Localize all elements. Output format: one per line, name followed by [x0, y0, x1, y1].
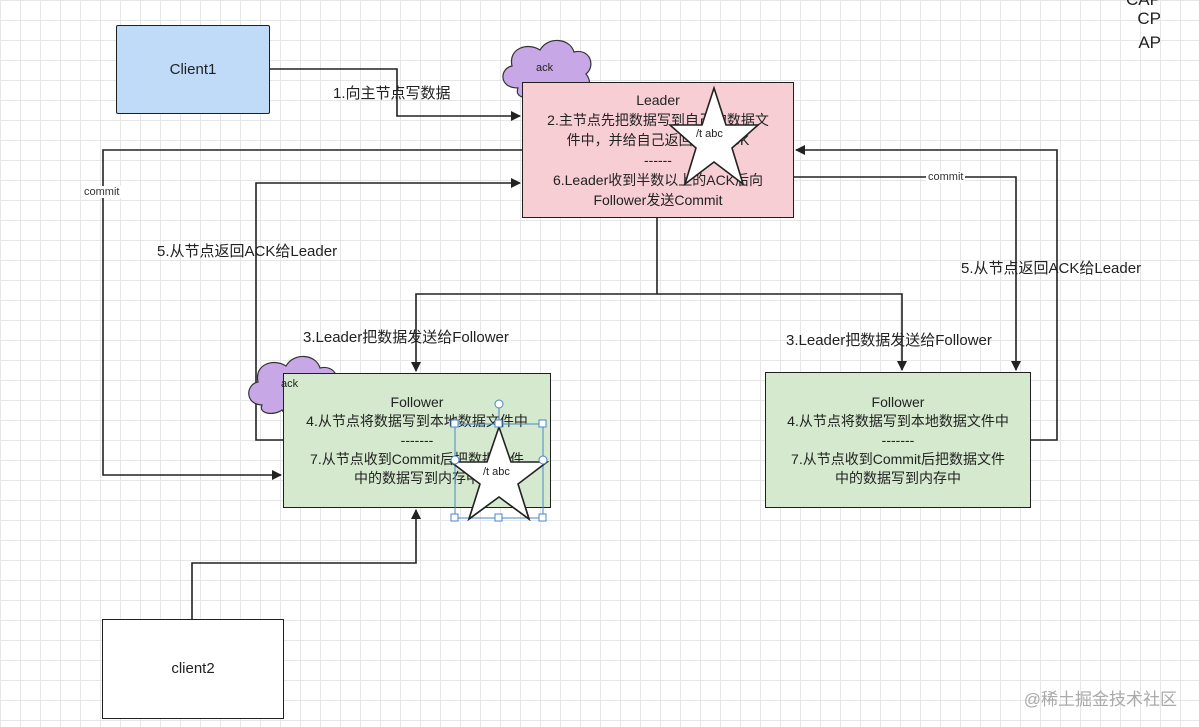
leader-star-label: /t abc	[696, 128, 723, 140]
follower2-title: Follower	[871, 393, 925, 410]
leader-line3: 6.Leader收到半数以上的ACK后向	[552, 172, 764, 188]
client1-label: Client1	[169, 60, 217, 78]
edge-label-ack-left: 5.从节点返回ACK给Leader	[157, 243, 338, 260]
follower-cloud-label: ack	[281, 378, 299, 390]
corner-label-ap: AP	[1138, 33, 1161, 52]
edge-client1-leader	[270, 68, 521, 121]
leader-title: Leader	[636, 92, 680, 108]
edge-label-send-left: 3.Leader把数据发送给Follower	[303, 329, 509, 346]
resize-handle-sw[interactable]	[450, 513, 459, 522]
follower1-separator: -------	[400, 432, 434, 448]
leader-line4: Follower发送Commit	[593, 192, 723, 208]
follower2-separator: -------	[881, 431, 915, 448]
follower2-node[interactable]: Follower 4.从节点将数据写到本地数据文件中 ------- 7.从节点…	[765, 372, 1031, 508]
follower2-line3: 中的数据写到内存中	[835, 469, 961, 486]
edge-label-send-right: 3.Leader把数据发送给Follower	[786, 332, 992, 349]
leader-separator: ------	[644, 152, 672, 168]
edge-leader-follower1	[411, 293, 657, 372]
resize-handle-s[interactable]	[494, 513, 503, 522]
follower1-node[interactable]: Follower 4.从节点将数据写到本地数据文件中 ------- 7.从节点…	[283, 373, 551, 508]
resize-handle-se[interactable]	[538, 513, 547, 522]
follower1-title: Follower	[390, 394, 444, 410]
corner-label-cp: CP	[1137, 9, 1161, 28]
edge-follower2-ack-leader	[795, 145, 1058, 441]
edge-label-write: 1.向主节点写数据	[333, 85, 451, 102]
client1-node[interactable]: Client1	[116, 25, 270, 114]
follower1-line1: 4.从节点将数据写到本地数据文件中	[306, 413, 528, 429]
edge-leader-follower2	[657, 293, 907, 371]
edge-label-ack-right: 5.从节点返回ACK给Leader	[961, 260, 1142, 277]
edge-commit-follower2	[794, 176, 1021, 371]
follower-star-label: /t abc	[483, 466, 510, 478]
edge-client2-follower1	[191, 509, 421, 619]
edge-label-commit-right: commit	[926, 171, 966, 183]
edge-follower1-ack-leader	[255, 178, 521, 441]
leader-line1: 2.主节点先把数据写到自己的数据文	[547, 112, 769, 128]
watermark: @稀土掘金技术社区	[1023, 690, 1177, 709]
leader-cloud-label: ack	[536, 62, 554, 74]
corner-label-cap: CAP	[1126, 0, 1161, 10]
follower2-line2: 7.从节点收到Commit后把数据文件	[791, 450, 1005, 467]
edge-label-commit-left: commit	[82, 186, 122, 198]
leader-node[interactable]: Leader 2.主节点先把数据写到自己的数据文 件中，并给自己返回一个ACK …	[522, 82, 794, 218]
follower2-line1: 4.从节点将数据写到本地数据文件中	[787, 412, 1009, 429]
edge-commit-follower1	[102, 149, 522, 480]
client2-node[interactable]: client2	[102, 619, 284, 719]
follower1-line3: 中的数据写到内存中	[354, 470, 480, 486]
client2-label: client2	[171, 660, 215, 677]
